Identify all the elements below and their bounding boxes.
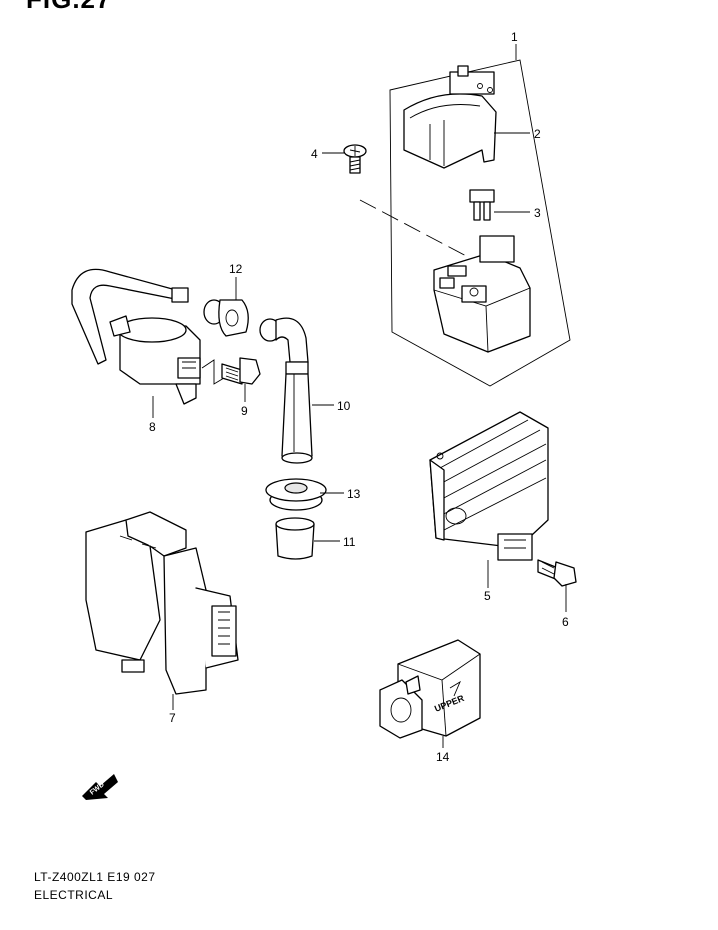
callout-9: 9	[241, 404, 248, 418]
relay-cover-part[interactable]	[403, 65, 497, 169]
fwd-arrow-icon: FWD	[82, 774, 118, 800]
regulator-bolt-part[interactable]	[537, 559, 577, 587]
coil-bolt-part[interactable]	[221, 357, 261, 385]
grommet-part[interactable]	[265, 478, 327, 511]
callout-12: 12	[229, 262, 243, 276]
callout-13: 13	[347, 487, 361, 501]
figure-title: FIG.27	[26, 0, 111, 15]
cover-cap-part[interactable]	[275, 517, 315, 560]
coupler-part[interactable]: UPPER	[379, 639, 481, 739]
callout-11: 11	[343, 535, 356, 549]
callout-14: 14	[436, 750, 450, 764]
screw-part[interactable]	[343, 144, 367, 174]
coil-bolt-line	[201, 359, 225, 385]
callout-6: 6	[562, 615, 569, 629]
callout-10: 10	[337, 399, 351, 413]
callout-8: 8	[149, 420, 156, 434]
leader-lines	[152, 44, 567, 748]
section-name: ELECTRICAL	[34, 888, 114, 902]
callout-2: 2	[534, 127, 541, 141]
callout-5: 5	[484, 589, 491, 603]
starter-relay-part[interactable]	[433, 235, 531, 353]
spark-plug-cap-part[interactable]	[259, 317, 313, 464]
callout-1: 1	[511, 30, 518, 44]
plug-cap-boot-part[interactable]	[203, 299, 249, 337]
ignition-coil-part[interactable]	[71, 268, 201, 405]
model-code: LT-Z400ZL1 E19 027	[34, 870, 156, 884]
callout-3: 3	[534, 206, 541, 220]
screw-install-line	[359, 199, 471, 259]
fuse-part[interactable]	[469, 189, 495, 221]
callout-numbers: 1 2 3 4 5 6 7 8 9 10 11 12 13 14	[149, 30, 569, 764]
regulator-rectifier-part[interactable]	[429, 411, 549, 561]
callout-7: 7	[169, 711, 176, 725]
ecm-unit-part[interactable]	[85, 511, 239, 695]
starter-relay-group-outline	[389, 59, 571, 387]
callout-4: 4	[311, 147, 318, 161]
